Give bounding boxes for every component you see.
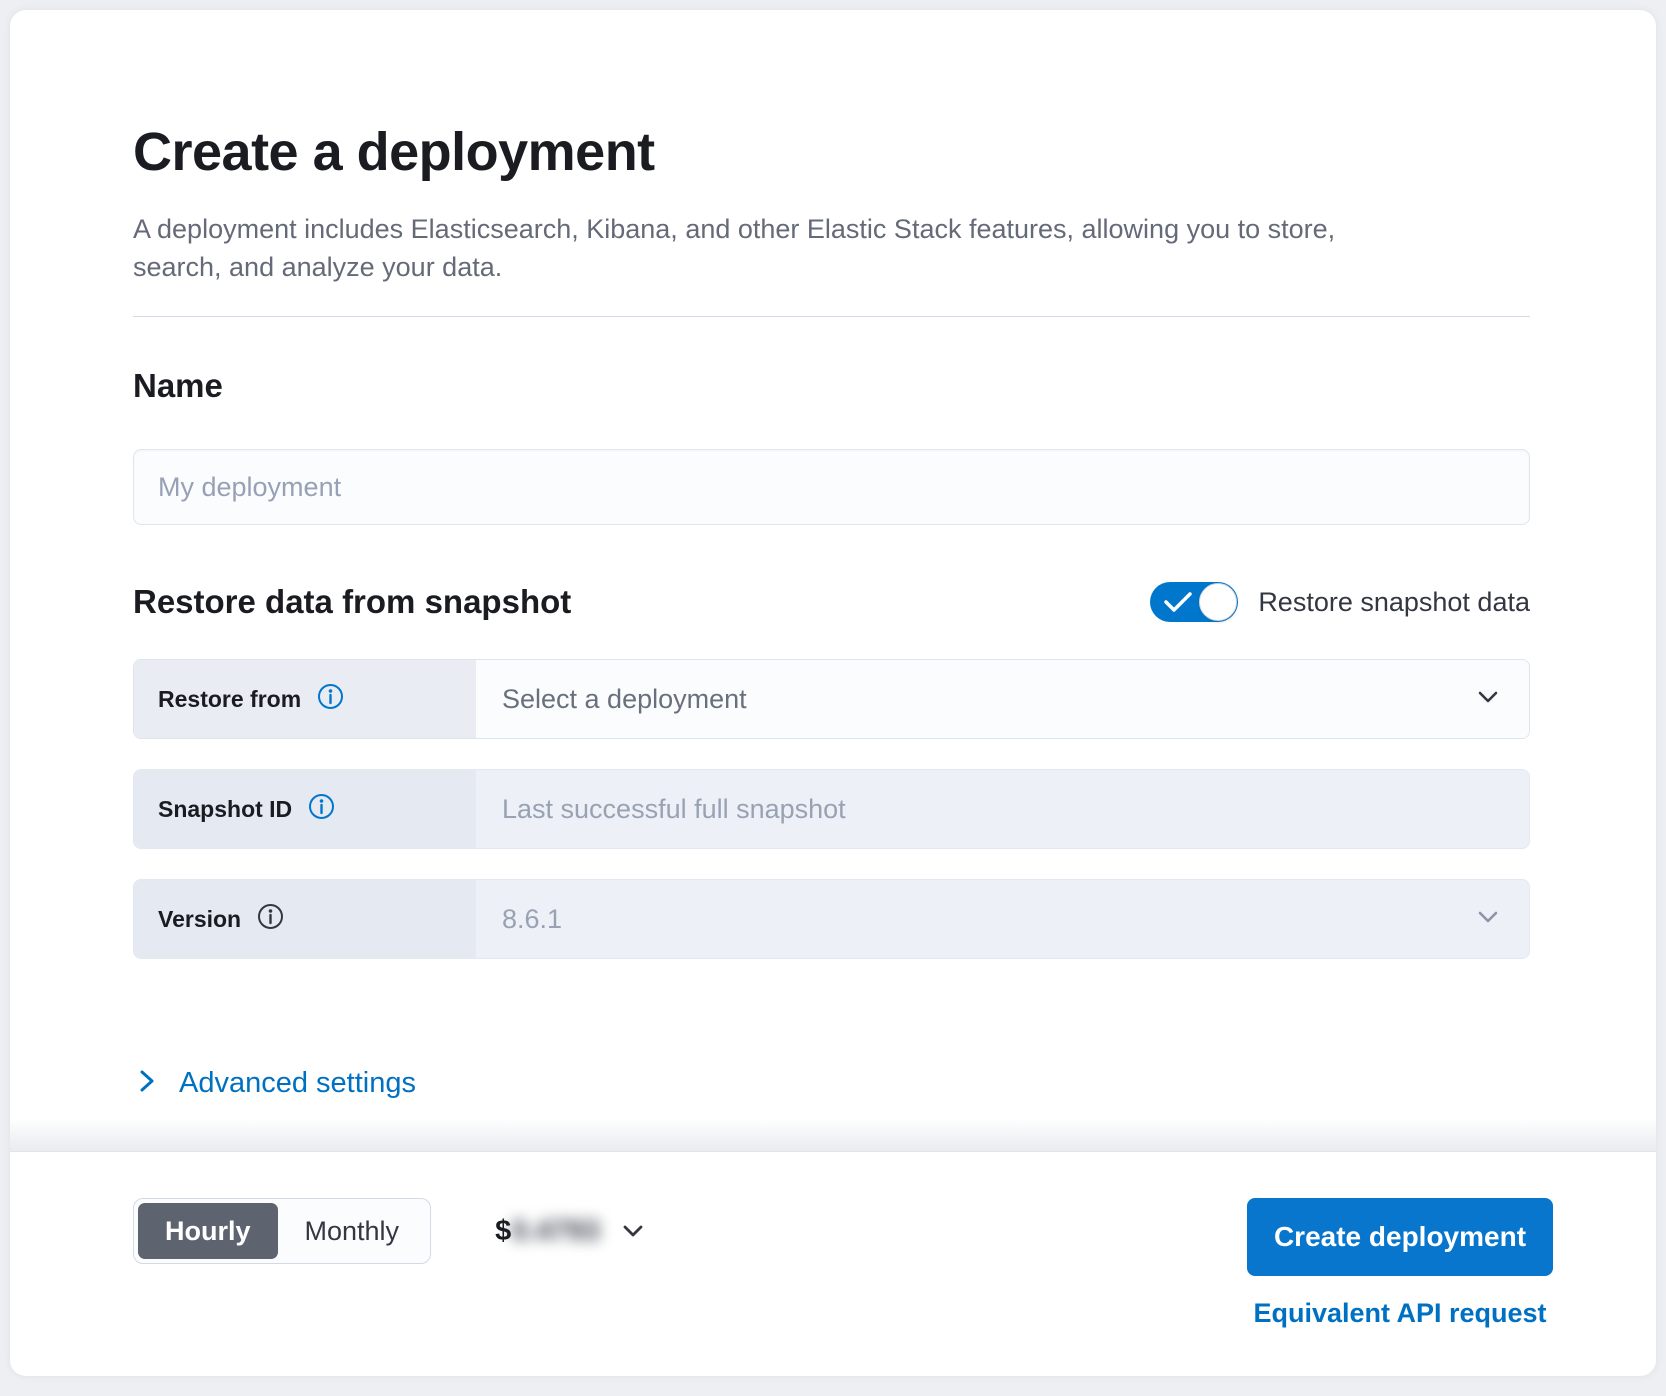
restore-section-heading: Restore data from snapshot xyxy=(133,583,572,620)
create-deployment-button[interactable]: Create deployment xyxy=(1247,1198,1553,1276)
chevron-down-icon xyxy=(623,1225,643,1237)
equivalent-api-request-link[interactable]: Equivalent API request xyxy=(1253,1298,1547,1328)
chevron-right-icon xyxy=(133,1068,159,1099)
advanced-settings-link[interactable]: Advanced settings xyxy=(133,1067,416,1100)
info-icon[interactable] xyxy=(308,793,335,825)
billing-interval-toggle: Hourly Monthly xyxy=(133,1198,432,1264)
main-content: Create a deployment A deployment include… xyxy=(10,10,1656,1100)
restore-snapshot-toggle-label: Restore snapshot data xyxy=(1258,586,1530,617)
billing-hourly-button[interactable]: Hourly xyxy=(138,1203,278,1259)
info-icon[interactable] xyxy=(317,683,344,715)
version-label: Version xyxy=(158,905,242,932)
restore-from-row: Restore from Select a deployment xyxy=(133,659,1530,739)
footer-bar: Hourly Monthly $ 0.4793 Create deploymen… xyxy=(10,1118,1656,1376)
name-section-heading: Name xyxy=(133,367,223,404)
check-icon xyxy=(1162,590,1194,619)
chevron-down-icon xyxy=(1473,682,1503,717)
footer-actions: Create deployment Equivalent API request xyxy=(1247,1198,1553,1329)
restore-snapshot-toggle[interactable] xyxy=(1150,582,1239,622)
price-amount-blurred: 0.4793 xyxy=(511,1214,600,1247)
restore-from-label-cell: Restore from xyxy=(134,660,476,738)
divider xyxy=(133,316,1530,317)
deployment-name-input[interactable] xyxy=(133,449,1530,525)
page-subtitle: A deployment includes Elasticsearch, Kib… xyxy=(133,214,1336,282)
snapshot-id-label-cell: Snapshot ID xyxy=(134,770,476,848)
snapshot-id-label: Snapshot ID xyxy=(158,795,293,822)
create-deployment-panel: Create a deployment A deployment include… xyxy=(10,10,1656,1376)
price-dropdown[interactable]: $ 0.4793 xyxy=(495,1198,648,1264)
version-row: Version 8.6.1 xyxy=(133,879,1530,959)
restore-from-select[interactable]: Select a deployment xyxy=(476,660,1529,738)
info-icon[interactable] xyxy=(257,903,284,935)
snapshot-id-row: Snapshot ID xyxy=(133,769,1530,849)
version-label-cell: Version xyxy=(134,880,476,958)
toggle-thumb xyxy=(1199,583,1238,621)
chevron-down-icon xyxy=(1473,902,1503,937)
snapshot-id-input[interactable] xyxy=(502,770,1503,848)
price-currency: $ xyxy=(495,1214,512,1247)
restore-from-label: Restore from xyxy=(158,685,302,712)
snapshot-id-field-cell xyxy=(476,770,1529,848)
version-select[interactable]: 8.6.1 xyxy=(476,880,1529,958)
billing-monthly-button[interactable]: Monthly xyxy=(304,1215,400,1246)
restore-snapshot-toggle-group: Restore snapshot data xyxy=(1150,582,1530,622)
page-title: Create a deployment xyxy=(133,122,655,182)
